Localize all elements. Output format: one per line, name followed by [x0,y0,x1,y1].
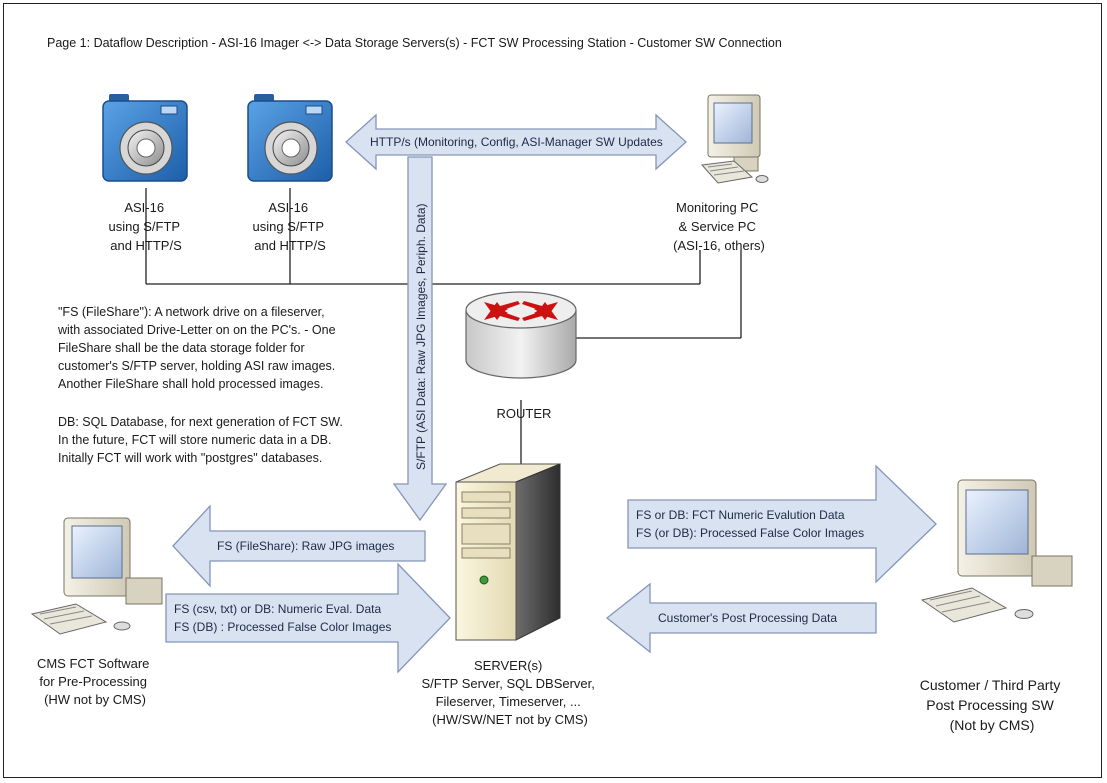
numeric-eval-arrow: FS (csv, txt) or DB: Numeric Eval. Data … [165,562,451,674]
monitoring-pc-icon [700,94,769,184]
fct-numeric-arrow-label: FS or DB: FCT Numeric Evalution Data FS … [636,508,864,540]
server-icon [455,463,561,641]
cms-pc-icon [30,517,163,635]
camera-icon [247,94,333,182]
customer-pc-icon [920,479,1073,623]
fileshare-note: "FS (FileShare"): A network drive on a f… [57,305,339,391]
customer-post-arrow-label: Customer's Post Processing Data [658,611,837,625]
router-label: ROUTER [497,406,552,421]
camera-2-label: ASI-16 using S/FTP and HTTP/S [253,200,328,253]
fct-numeric-arrow: FS or DB: FCT Numeric Evalution Data FS … [627,464,937,584]
http-arrow: HTTP/s (Monitoring, Config, ASI-Manager … [345,113,687,171]
raw-jpg-arrow: FS (FileShare): Raw JPG images [172,504,426,588]
numeric-eval-arrow-label: FS (csv, txt) or DB: Numeric Eval. Data … [174,602,391,634]
monitoring-pc-label: Monitoring PC & Service PC (ASI-16, othe… [673,200,765,253]
cms-pc-label: CMS FCT Software for Pre-Processing (HW … [37,656,153,707]
customer-post-arrow: Customer's Post Processing Data [605,582,877,654]
page-frame [3,3,1102,778]
raw-jpg-arrow-label: FS (FileShare): Raw JPG images [217,539,394,553]
router-icon [465,291,577,379]
customer-pc-label: Customer / Third Party Post Processing S… [920,677,1064,733]
sftp-arrow: S/FTP (ASI Data: Raw JPG Images, Periph.… [392,156,448,522]
camera-icon [102,94,188,182]
http-arrow-label: HTTP/s (Monitoring, Config, ASI-Manager … [370,135,663,149]
sftp-arrow-label: S/FTP (ASI Data: Raw JPG Images, Periph.… [414,203,428,470]
server-label: SERVER(s) S/FTP Server, SQL DBServer, Fi… [421,658,598,727]
db-note: DB: SQL Database, for next generation of… [58,415,346,465]
camera-1-label: ASI-16 using S/FTP and HTTP/S [109,200,184,253]
page-title: Page 1: Dataflow Description - ASI-16 Im… [47,36,782,50]
